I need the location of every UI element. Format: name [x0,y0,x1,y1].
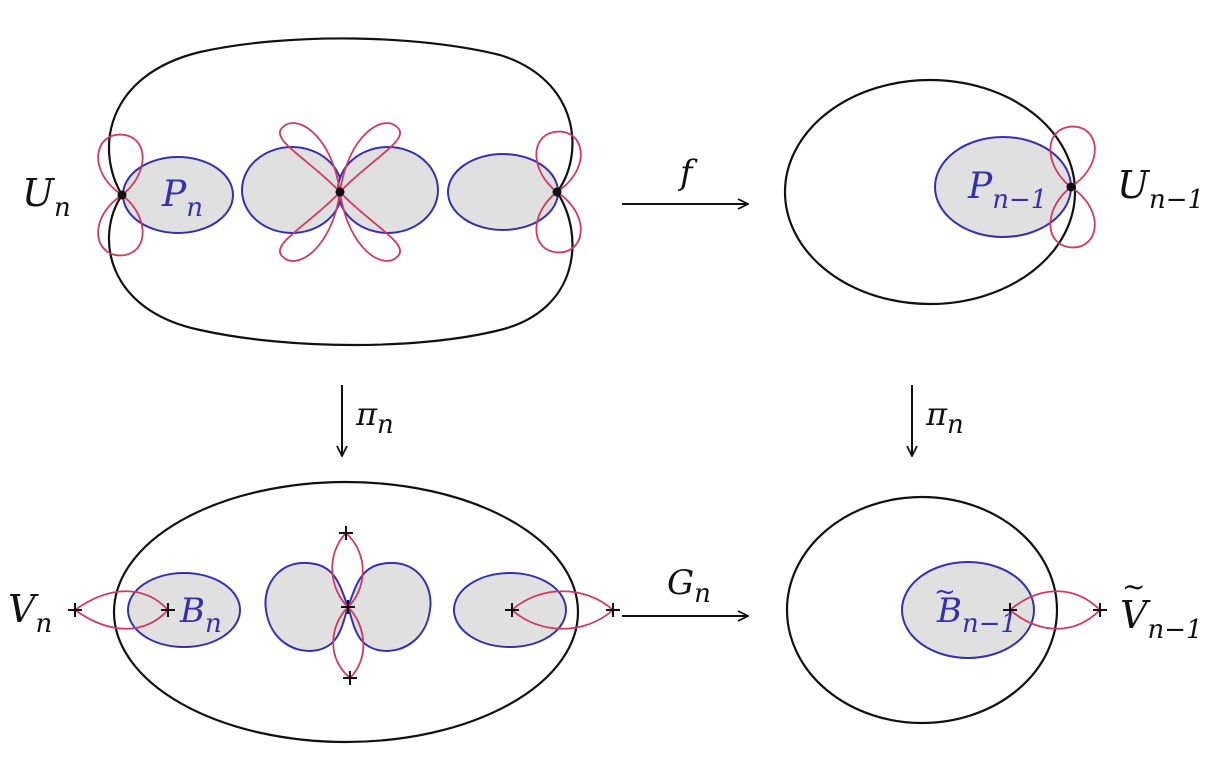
cross-center-top [339,526,353,540]
arrow-pi-right: πn [912,385,964,456]
tilde-accent-V: ~ [1122,570,1145,603]
top-left-figure: Un Pn [22,37,582,347]
label-pi-left: πn [355,395,394,440]
loop-prev-down [1049,185,1096,249]
petal-down-left [279,189,342,262]
point-left [117,190,127,200]
label-B-n: Bn [179,591,222,639]
B-tilde-region [901,561,1035,659]
cross-tilde-inner [1003,603,1017,617]
cross-tilde-outer [1093,603,1107,617]
point-prev [1066,182,1076,192]
arrow-G: Gn [622,563,748,616]
label-V-n: Vn [8,587,52,639]
loop-right-up [535,130,582,194]
arrow-f: f [622,153,748,204]
cross-left-outer [68,603,82,617]
label-pi-right: πn [925,395,964,440]
cross-right-outer [606,603,620,617]
cross-right-inner [505,603,519,617]
top-right-figure: Pn−1 Un−1 [783,78,1204,306]
loop-left-up [97,133,144,197]
point-right [552,187,562,197]
cross-marks-bottom-left [68,526,620,685]
cross-left-inner [161,603,175,617]
tilde-accent-B: ~ [934,577,956,607]
label-U-n-1: Un−1 [1117,163,1204,215]
label-B-tilde: Bn−1 [936,591,1017,639]
outer-circle-bottom-right [785,495,1059,725]
label-V-tilde: Vn−1 [1120,593,1203,645]
label-P-n: Pn [161,174,203,223]
center-left-lobe [241,146,343,234]
loop-right-down [535,190,582,254]
label-P-n-1: Pn−1 [967,166,1047,215]
B-n-region [127,572,241,648]
petal-up-right [338,122,401,195]
cross-marks-bottom-right [1003,603,1107,617]
cross-center [341,600,355,614]
cross-center-bottom [343,671,357,685]
label-f: f [677,153,698,193]
outer-ellipse-bottom-left [112,480,580,744]
loop-left-down [97,193,144,257]
point-center [335,187,345,197]
petal-down-right [338,189,401,262]
label-U-n: Un [22,171,71,223]
label-G-n: Gn [667,563,711,609]
center-right-lobe [337,146,439,234]
arrow-pi-left: πn [342,385,394,456]
right-region [447,153,559,231]
bottom-right-figure: Bn−1 ~ Vn−1 ~ [785,495,1203,725]
outer-circle-top-right [783,78,1077,306]
petal-up-left [279,122,342,195]
loop-prev-up [1049,125,1096,189]
bottom-left-figure: Vn Bn [8,480,620,744]
